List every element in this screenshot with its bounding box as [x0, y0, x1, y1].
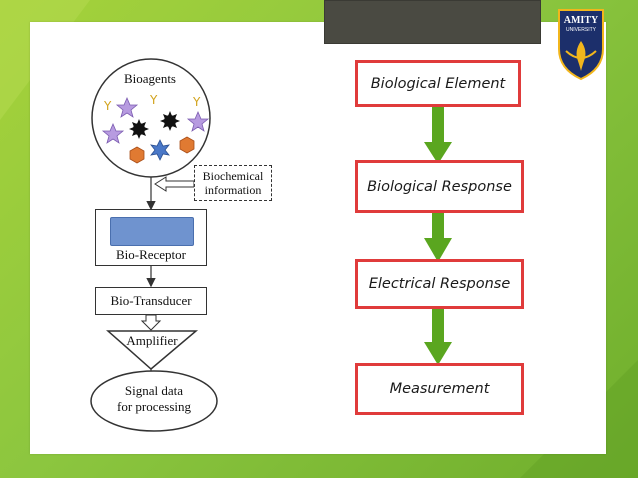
flow-step-measurement: Measurement [355, 363, 524, 415]
signal-data-text: Signal data for processing [104, 383, 204, 415]
bio-receptor-box: Bio-Receptor [95, 209, 207, 266]
title-bar [324, 0, 541, 44]
logo-subtitle: UNIVERSITY [566, 27, 597, 33]
flow-step-biological-response: Biological Response [355, 160, 524, 213]
logo-flame-icon [576, 41, 586, 71]
bio-receptor-label: Bio-Receptor [115, 247, 187, 262]
star-cell-icon [115, 96, 139, 118]
gear-cell-teeth [160, 111, 180, 131]
star-cell-icon [101, 122, 125, 144]
signal-data-line2: for processing [116, 399, 191, 414]
biochemical-info-line1: Biochemical [202, 169, 264, 183]
logo-swoosh [565, 50, 597, 59]
amity-logo: AMITY UNIVERSITY [556, 7, 606, 81]
antibody-icon: Y [192, 95, 201, 109]
bioagent-shapes: Y Y Y [101, 93, 210, 164]
gear-cell-teeth [129, 119, 149, 139]
antibody-icon: Y [103, 99, 112, 113]
bioagents-label: Bioagents [124, 71, 176, 86]
hollow-down-arrow [140, 314, 162, 331]
receptor-membrane [110, 217, 194, 246]
antibody-icon: Y [149, 93, 158, 107]
biochemical-info-box: Biochemical information [194, 165, 272, 201]
logo-name: AMITY [564, 15, 599, 26]
biochemical-info-line2: information [204, 183, 262, 197]
signal-data-line1: Signal data [124, 383, 184, 398]
flow-down-arrow [424, 308, 452, 365]
amplifier-triangle [106, 330, 199, 370]
flow-down-arrow [424, 212, 452, 262]
hexagon-cell-icon [179, 136, 195, 154]
flow-step-electrical-response: Electrical Response [355, 259, 524, 309]
bio-transducer-box: Bio-Transducer [95, 287, 207, 315]
star-cell-icon [186, 110, 210, 132]
signal-data-ellipse [90, 370, 218, 432]
blue-cell-icon [150, 139, 170, 161]
flow-down-arrow [424, 106, 452, 164]
flow-step-biological-element: Biological Element [355, 60, 521, 107]
hexagon-cell-icon [129, 146, 145, 164]
amplifier-label: Amplifier [126, 333, 178, 348]
